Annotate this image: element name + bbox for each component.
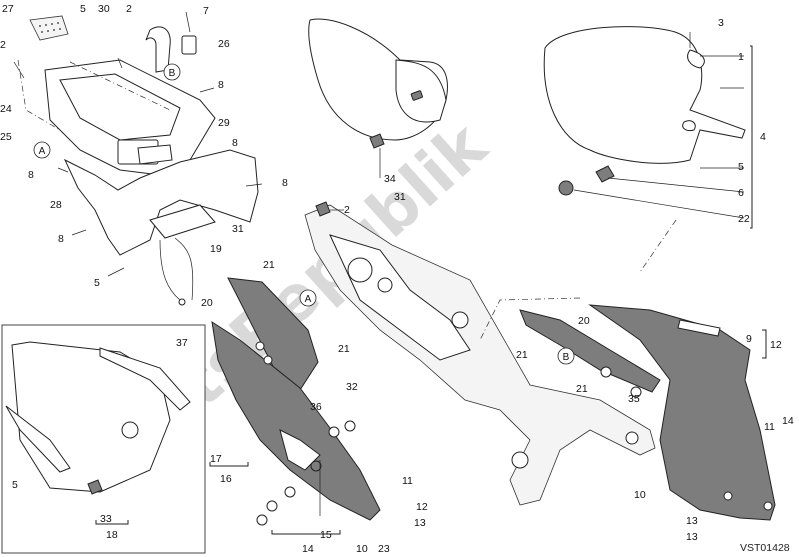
callout-12: 13 bbox=[414, 517, 426, 529]
callout-15: 14 bbox=[302, 543, 314, 555]
drawing-code-label: VST01428 bbox=[740, 542, 790, 554]
callout-22: 21 bbox=[263, 259, 275, 271]
callout-10: 13 bbox=[686, 515, 698, 527]
right-side-panel-part bbox=[588, 304, 776, 521]
callout-5: 33 bbox=[100, 513, 112, 525]
callout-labels: 27 5 30 2 7 2 26 8 24 25 29 8 8 28 8 31 … bbox=[0, 3, 794, 555]
callout-21: 20 bbox=[578, 315, 590, 327]
group-bracket-1 bbox=[750, 45, 753, 229]
callout-8: 5 bbox=[94, 277, 100, 289]
callout-13: 13 bbox=[686, 531, 698, 543]
callout-16: 15 bbox=[320, 529, 332, 541]
callout-8: 8 bbox=[232, 137, 238, 149]
callout-17: 16 bbox=[220, 473, 232, 485]
svg-text:A: A bbox=[39, 146, 46, 157]
callout-25: 25 bbox=[0, 131, 12, 143]
callout-26: 26 bbox=[218, 38, 230, 50]
rear-frame-structure bbox=[304, 201, 656, 506]
callout-5: 5 bbox=[80, 3, 86, 15]
callout-36: 37 bbox=[176, 337, 188, 349]
callout-23: 21 bbox=[516, 349, 528, 361]
callout-11: 14 bbox=[782, 415, 794, 427]
left-side-panels: A bbox=[209, 277, 381, 535]
callout-12: 11 bbox=[764, 421, 775, 433]
callout-8: 8 bbox=[58, 233, 64, 245]
reference-marker-a-lower-icon: A bbox=[299, 289, 317, 307]
right-side-panels: B bbox=[479, 297, 776, 521]
callout-1: 4 bbox=[760, 131, 766, 143]
reference-marker-a-icon: A bbox=[33, 141, 51, 159]
callout-27: 27 bbox=[2, 3, 14, 15]
callout-10: 23 bbox=[378, 543, 390, 555]
callout-5: 34 bbox=[384, 173, 396, 185]
svg-text:B: B bbox=[563, 352, 570, 363]
svg-text:B: B bbox=[169, 68, 176, 79]
callout-5: 6 bbox=[738, 187, 744, 199]
callout-30: 30 bbox=[98, 3, 110, 15]
callout-8: 8 bbox=[218, 79, 224, 91]
callout-20: 21 bbox=[576, 383, 588, 395]
callout-31: 31 bbox=[232, 223, 244, 235]
bolt-icons bbox=[13, 11, 263, 277]
callout-31: 2 bbox=[344, 204, 350, 216]
callout-33: 18 bbox=[106, 529, 118, 541]
callout-9: 12 bbox=[770, 339, 782, 351]
reference-marker-b-right-icon: B bbox=[557, 347, 575, 365]
callout-2: 2 bbox=[126, 3, 132, 15]
callout-21: 36 bbox=[310, 401, 322, 413]
callout-8: 8 bbox=[28, 169, 34, 181]
callout-2: 3 bbox=[718, 17, 724, 29]
callout-4: 5 bbox=[738, 161, 744, 173]
reference-marker-b-icon: B bbox=[163, 63, 181, 81]
mudguard-part bbox=[63, 149, 259, 256]
callout-11: 12 bbox=[416, 501, 428, 513]
callout-19: 19 bbox=[210, 243, 222, 255]
svg-text:A: A bbox=[305, 294, 312, 305]
callout-13: 10 bbox=[356, 543, 368, 555]
callout-34: 31 bbox=[394, 191, 406, 203]
callout-8: 8 bbox=[282, 177, 288, 189]
inset-panel bbox=[1, 324, 206, 554]
callout-35: 9 bbox=[746, 333, 752, 345]
callout-21: 35 bbox=[628, 393, 640, 405]
callout-6: 22 bbox=[738, 213, 750, 225]
callout-18: 32 bbox=[346, 381, 358, 393]
callout-32: 17 bbox=[210, 453, 222, 465]
callout-14: 11 bbox=[402, 475, 413, 487]
tail-subframe-assembly: B A bbox=[13, 11, 263, 306]
passenger-seat-part bbox=[543, 26, 746, 164]
callout-2: 2 bbox=[0, 39, 6, 51]
side-panel-lower-part bbox=[211, 320, 381, 521]
callout-28: 28 bbox=[50, 199, 62, 211]
callout-20: 21 bbox=[338, 343, 350, 355]
callout-7: 7 bbox=[203, 5, 209, 17]
right-trim-part bbox=[519, 309, 661, 393]
passenger-seat-cover-assembly bbox=[543, 26, 753, 273]
callout-24: 24 bbox=[0, 103, 12, 115]
callout-37: 5 bbox=[12, 479, 18, 491]
pad-part bbox=[29, 15, 69, 41]
callout-3: 1 bbox=[738, 51, 744, 63]
rider-seat-assembly bbox=[308, 18, 448, 178]
callout-21: 20 bbox=[201, 297, 213, 309]
callout-14: 10 bbox=[634, 489, 646, 501]
callout-29: 29 bbox=[218, 117, 230, 129]
